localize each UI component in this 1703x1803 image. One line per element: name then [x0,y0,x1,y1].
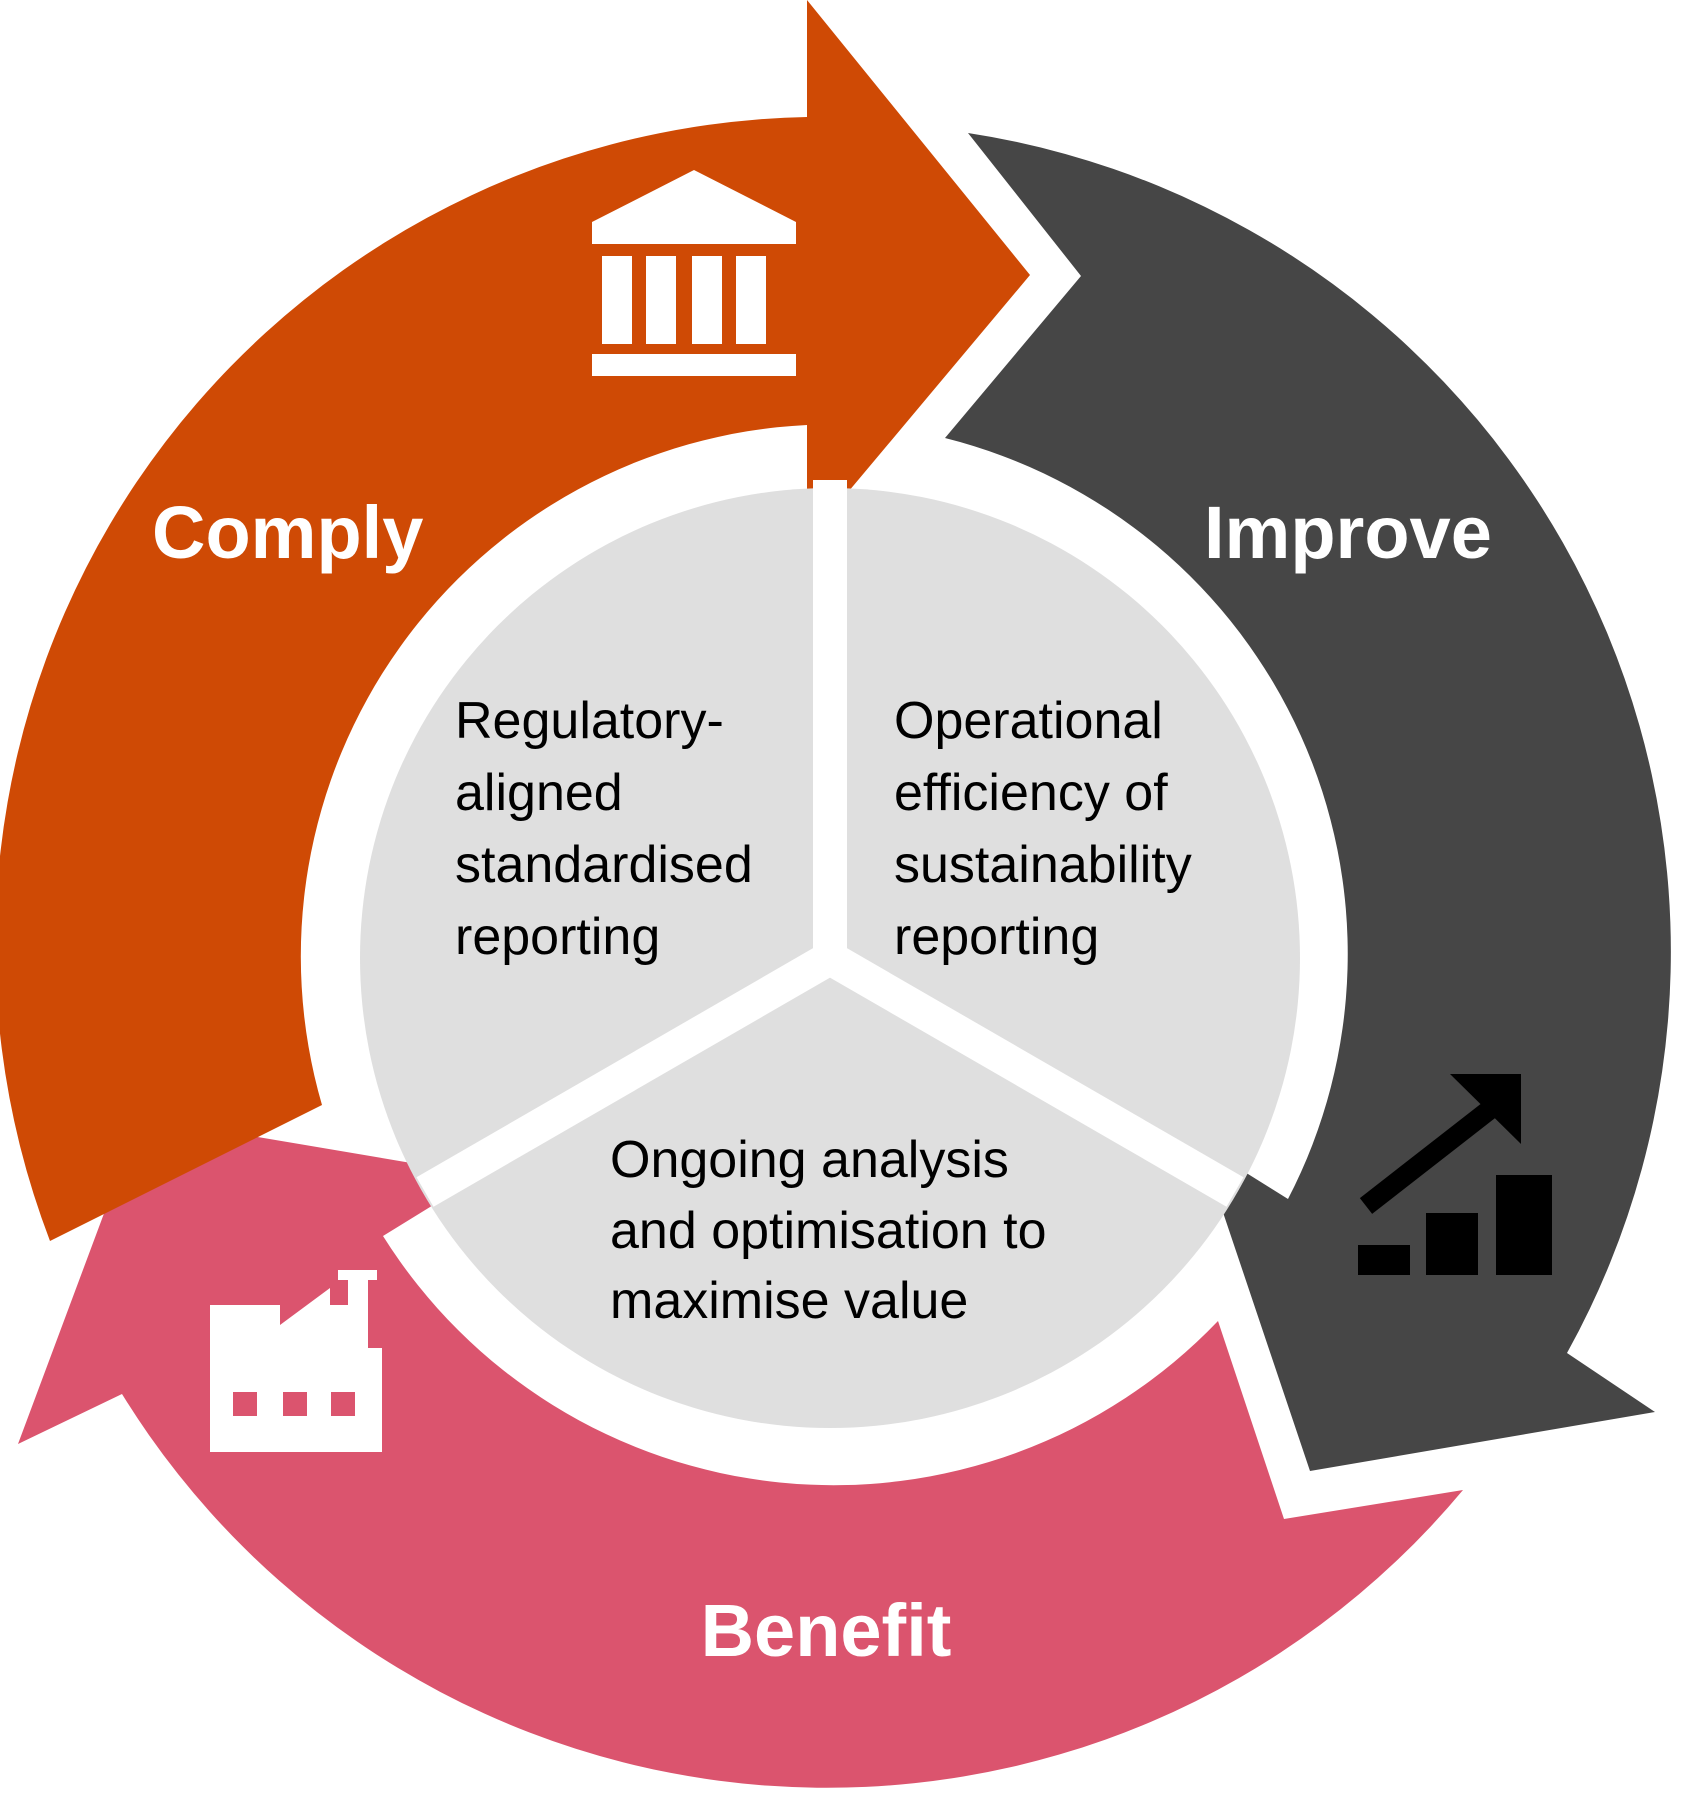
factory-icon [210,1270,382,1452]
bank-building-icon [592,170,796,376]
comply-arrow [0,0,1030,1241]
improve-label: Improve [1204,491,1492,574]
comply-label: Comply [152,491,423,574]
benefit-label: Benefit [701,1589,952,1672]
improve-segment-text: Operational efficiency of sustainability… [894,692,1206,966]
growth-chart-icon [1358,1074,1552,1275]
benefit-segment-text: Ongoing analysis and optimisation to max… [610,1131,1061,1330]
improve-arrow [945,133,1671,1471]
benefit-arrow [18,1117,1463,1788]
comply-segment-text: Regulatory- aligned standardised reporti… [455,692,767,966]
segment-dividers [416,480,1244,1207]
